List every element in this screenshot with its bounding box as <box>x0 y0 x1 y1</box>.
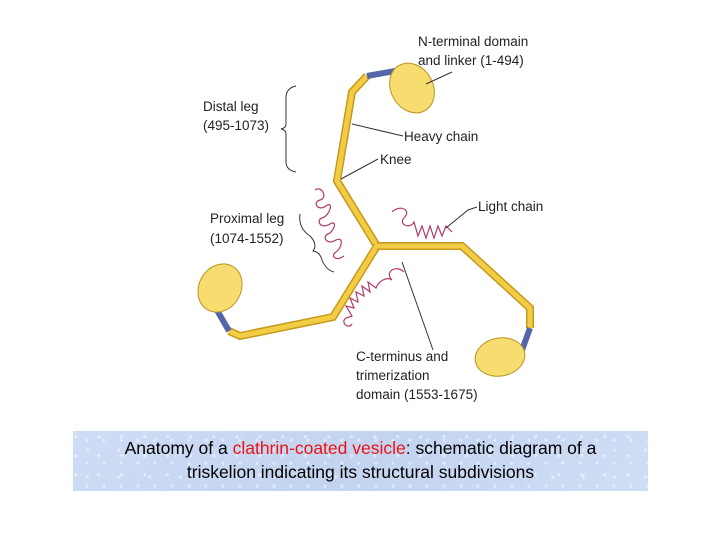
light-chain-leader <box>445 206 478 229</box>
caption-text-end: : schematic diagram of a <box>405 438 597 458</box>
n-terminal-label-line2: and linker (1-494) <box>418 53 524 68</box>
knee-label: Knee <box>380 152 412 167</box>
c-terminus-label-line2: trimerization <box>356 368 430 383</box>
heavy-chain-upper-outline <box>332 73 381 249</box>
c-terminus-leader <box>401 261 434 351</box>
c-terminus-label-line3: domain (1553-1675) <box>356 387 478 402</box>
heavy-chain-right <box>377 243 533 328</box>
n-terminal-domain-left <box>197 263 243 313</box>
light-chain-upper-left <box>314 188 345 260</box>
heavy-chain-left <box>227 244 380 339</box>
light-chain-label: Light chain <box>478 199 543 214</box>
caption-highlight: clathrin-coated vesicle <box>232 438 406 458</box>
linker-upper <box>366 68 396 79</box>
proximal-leg-label-line2: (1074-1552) <box>210 231 284 246</box>
distal-leg-label-line1: Distal leg <box>203 99 259 114</box>
caption-box: Anatomy of a clathrin-coated vesicle: sc… <box>73 431 648 491</box>
light-chains <box>314 188 453 327</box>
heavy-chain-label: Heavy chain <box>404 129 478 144</box>
triskelion-leg-left <box>197 243 381 341</box>
light-chain-right <box>391 207 453 240</box>
n-terminal-domain-upper <box>389 62 435 114</box>
triskelion-leg-right <box>377 242 534 377</box>
proximal-leg-label-line1: Proximal leg <box>210 211 284 226</box>
caption-line1: Anatomy of a clathrin-coated vesicle: sc… <box>73 436 648 460</box>
knee-leader <box>340 158 379 180</box>
n-terminal-label-line1: N-terminal domain <box>418 34 528 49</box>
proximal-leg-bracket <box>299 213 335 273</box>
diagram-labels: N-terminal domain and linker (1-494) Dis… <box>203 34 543 402</box>
caption-line2: triskelion indicating its structural sub… <box>186 462 535 482</box>
caption-text-start: Anatomy of a <box>124 438 233 458</box>
n-terminal-leader <box>425 71 453 85</box>
n-terminal-domain-right <box>474 337 526 377</box>
heavy-chain-upper <box>334 74 380 248</box>
triskelion-leg-upper <box>332 62 435 249</box>
distal-leg-bracket <box>280 85 297 173</box>
heavy-chain-leader <box>351 123 404 137</box>
c-terminus-label-line1: C-terminus and <box>356 349 448 364</box>
light-chain-lower <box>343 268 405 327</box>
leader-lines <box>280 71 478 351</box>
triskelion-diagram: N-terminal domain and linker (1-494) Dis… <box>197 34 543 402</box>
distal-leg-label-line2: (495-1073) <box>203 118 269 133</box>
